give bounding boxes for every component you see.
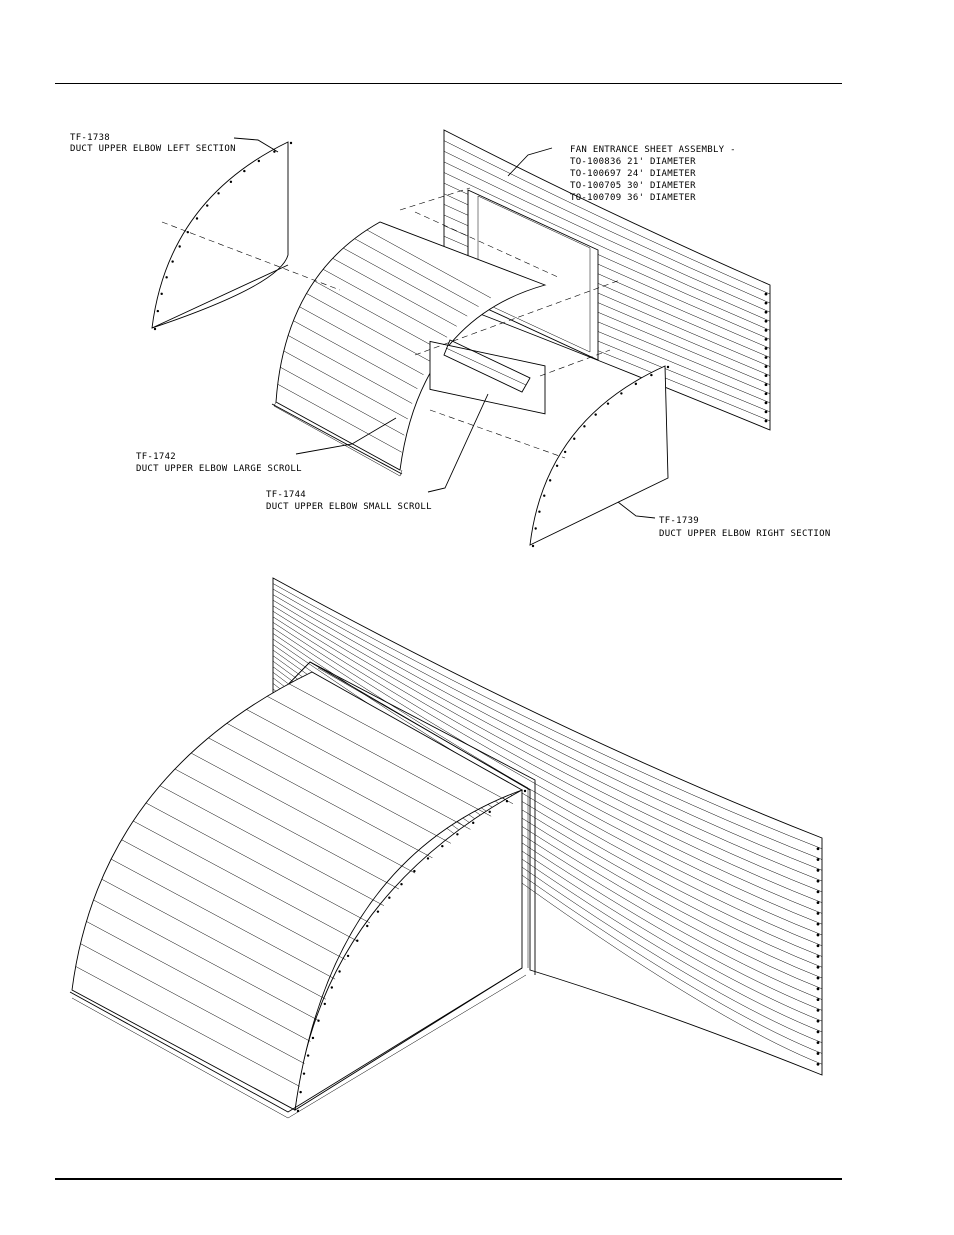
- right-section-part: [530, 366, 669, 547]
- fan-sheet-title: FAN ENTRANCE SHEET ASSEMBLY -: [570, 145, 736, 155]
- left-section-description: DUCT UPPER ELBOW LEFT SECTION: [70, 144, 236, 154]
- left-section-part: [152, 142, 292, 330]
- fan-sheet-size: TO-100697 24' DIAMETER: [570, 169, 696, 179]
- right-section-description: DUCT UPPER ELBOW RIGHT SECTION: [659, 529, 831, 539]
- small-scroll-part-number: TF-1744: [266, 490, 306, 500]
- exploded-view: TF-1738 DUCT UPPER ELBOW LEFT SECTION FA…: [70, 130, 831, 547]
- small-scroll-description: DUCT UPPER ELBOW SMALL SCROLL: [266, 502, 432, 512]
- left-section-part-number: TF-1738: [70, 133, 110, 143]
- leader-left-section: [234, 138, 278, 152]
- leader-small-scroll: [428, 394, 488, 492]
- leader-right-section: [618, 502, 655, 518]
- fan-sheet-size: TO-100705 30' DIAMETER: [570, 181, 696, 191]
- small-scroll-part: [430, 340, 545, 414]
- right-section-part-number: TF-1739: [659, 516, 699, 526]
- assembled-view: [70, 578, 822, 1118]
- fan-sheet-size: TO-100836 21' DIAMETER: [570, 157, 696, 167]
- large-scroll-part-number: TF-1742: [136, 452, 176, 462]
- large-scroll-description: DUCT UPPER ELBOW LARGE SCROLL: [136, 464, 302, 474]
- fan-sheet-size: TO-100709 36' DIAMETER: [570, 193, 696, 203]
